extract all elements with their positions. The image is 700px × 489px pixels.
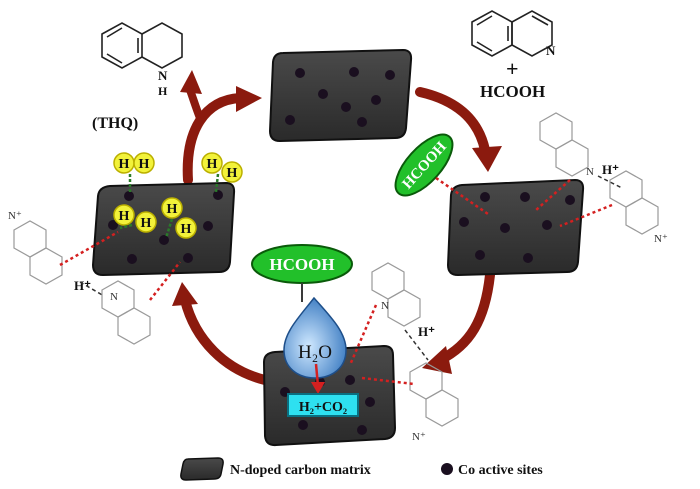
co-site — [480, 192, 490, 202]
n-plus-label: N⁺ — [412, 431, 426, 443]
h-plus-label: H⁺ — [418, 324, 435, 339]
hcooh-reagent-label: HCOOH — [480, 82, 545, 101]
svg-text:H: H — [141, 216, 152, 231]
co-site — [357, 117, 367, 127]
quinoline-reagent: N + HCOOH — [471, 10, 556, 101]
slab-right — [446, 178, 585, 277]
arrow-top-right — [415, 87, 490, 155]
quinoline-n-label: N — [546, 43, 556, 58]
svg-text:H: H — [181, 222, 192, 237]
arrow-to-thq — [186, 88, 204, 120]
h-atom: H — [133, 152, 155, 174]
right-quinolines: N H⁺ N⁺ — [535, 112, 668, 245]
left-quinolines: N⁺ H⁺ N — [8, 210, 181, 345]
co-site — [565, 195, 575, 205]
svg-text:H: H — [167, 202, 178, 217]
h-plus-label: H⁺ — [602, 162, 619, 177]
co-site — [357, 425, 367, 435]
n-label: N — [586, 166, 594, 178]
thq-molecule: N H (THQ) — [92, 22, 183, 132]
n-plus-label: N⁺ — [654, 233, 668, 245]
h-plus-label: H⁺ — [74, 278, 91, 293]
co-site — [459, 217, 469, 227]
co-site — [345, 375, 355, 385]
hcooh-oval-center-label: HCOOH — [269, 255, 334, 274]
co-site — [318, 89, 328, 99]
plus-sign: + — [506, 56, 519, 81]
thq-n-label: N — [158, 68, 168, 83]
svg-text:H: H — [119, 157, 130, 172]
co-site — [349, 67, 359, 77]
legend-slab-swatch — [180, 457, 224, 481]
hydrogen-atoms: H H H H H H H H — [113, 152, 243, 239]
co-site — [295, 68, 305, 78]
co-site — [285, 115, 295, 125]
legend: N-doped carbon matrix Co active sites — [180, 457, 543, 481]
co-site — [213, 190, 223, 200]
h-atom: H — [113, 204, 135, 226]
svg-text:H: H — [139, 157, 150, 172]
legend-site-swatch — [441, 463, 453, 475]
hcooh-oval-center: HCOOH — [251, 244, 353, 302]
n-plus-label: N⁺ — [8, 210, 22, 222]
co-site — [371, 95, 381, 105]
co-site — [523, 253, 533, 263]
co-site — [542, 220, 552, 230]
co-site — [341, 102, 351, 112]
co-site — [475, 250, 485, 260]
co-site — [124, 191, 134, 201]
hcooh-oval-top: HCOOH — [394, 133, 489, 216]
arrow-bottom-right — [435, 270, 495, 365]
svg-text:H: H — [207, 157, 218, 172]
h-atom: H — [201, 152, 223, 174]
co-site — [520, 192, 530, 202]
co-site — [127, 254, 137, 264]
co-site — [385, 70, 395, 80]
svg-text:H: H — [227, 166, 238, 181]
slab-top — [268, 48, 413, 143]
water-label: H₂O — [298, 342, 332, 363]
arrow-bottom-left — [180, 295, 270, 385]
h-atom: H — [175, 217, 197, 239]
n-label: N — [110, 291, 118, 303]
cycle-arrows — [172, 70, 502, 385]
co-site — [365, 397, 375, 407]
slab-left — [91, 181, 236, 277]
water-drop: H₂O — [283, 296, 347, 394]
co-site — [159, 235, 169, 245]
co-site — [500, 223, 510, 233]
thq-h-label: H — [158, 84, 168, 98]
thq-label: (THQ) — [92, 115, 138, 132]
co-site — [298, 420, 308, 430]
co-site — [183, 253, 193, 263]
legend-sites-label: Co active sites — [458, 463, 543, 478]
co-site — [108, 220, 118, 230]
co-site — [203, 221, 213, 231]
h-atom: H — [113, 152, 135, 174]
n-label: N — [381, 300, 389, 312]
h-atom: H — [221, 161, 243, 183]
products-box: H₂+CO₂ — [287, 393, 359, 417]
bottom-right-quinolines: N H⁺ N⁺ — [348, 262, 459, 443]
arrow-top-left — [182, 93, 245, 185]
h-atom: H — [161, 197, 183, 219]
svg-text:H: H — [119, 209, 130, 224]
legend-matrix-label: N-doped carbon matrix — [230, 463, 371, 478]
products-label: H₂+CO₂ — [299, 400, 347, 415]
h-atom: H — [135, 211, 157, 233]
